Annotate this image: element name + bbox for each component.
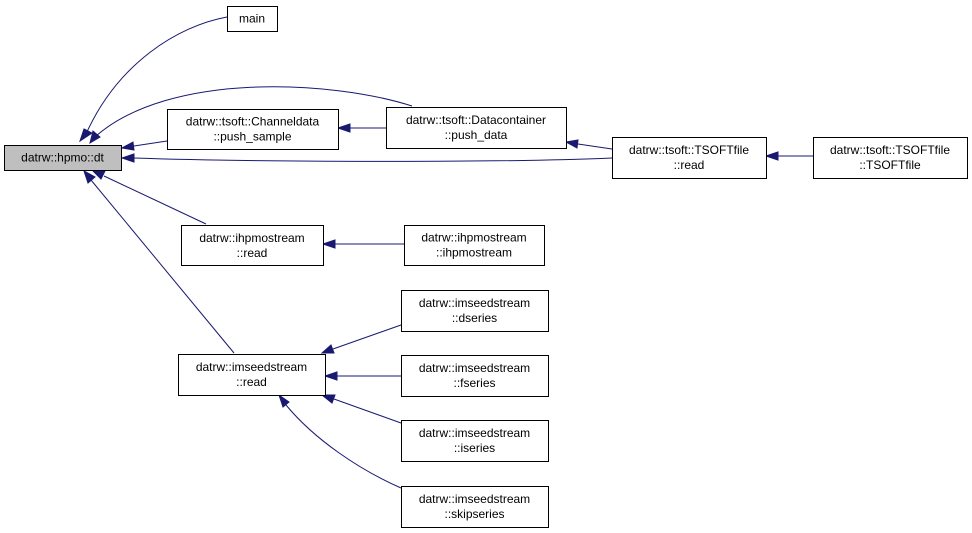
edge-ihpmostream-ctor-to-ihpmostream-read [321, 239, 404, 249]
node-label-line: datrw::tsoft::Datacontainer [406, 113, 546, 127]
node-label-line: ::push_data [445, 128, 508, 142]
node-label-line: datrw::ihpmostream [199, 231, 304, 245]
edge-push-data-to-push-sample [336, 123, 386, 133]
node-hpmo-dt[interactable]: datrw::hpmo::dt [4, 145, 122, 171]
node-label-line: datrw::tsoft::TSOFTfile [629, 143, 749, 157]
node-main[interactable]: main [227, 6, 278, 32]
node-label-line: ::read [237, 246, 268, 260]
node-label-line: ::dseries [452, 311, 497, 325]
node-label-line: ::ihpmostream [436, 246, 512, 260]
node-label-line: ::push_sample [213, 130, 291, 144]
node-label-line: datrw::imseedstream [419, 361, 530, 375]
node-label-line: ::fseries [453, 376, 495, 390]
node-tsoftfile-read[interactable]: datrw::tsoft::TSOFTfile::read [612, 137, 767, 179]
node-imseedstream-dseries[interactable]: datrw::imseedstream::dseries [401, 290, 549, 332]
edge-main-to-hpmo-dt [79, 16, 228, 143]
edge-ihpmostream-read-to-hpmo-dt [91, 170, 207, 225]
node-label-line: datrw::hpmo::dt [21, 151, 104, 165]
node-label-line: ::TSOFTfile [859, 158, 921, 172]
edge-skipseries-to-imseedstream-read [278, 393, 402, 489]
node-label-line: ::skipseries [444, 507, 504, 521]
node-label-line: datrw::tsoft::Channeldata [186, 115, 320, 129]
edge-tsoftfile-read-to-hpmo-dt [120, 153, 613, 163]
edge-iseries-to-imseedstream-read [320, 394, 402, 424]
node-label-line: datrw::imseedstream [419, 492, 530, 506]
node-label-line: ::read [674, 158, 705, 172]
node-label-line: datrw::imseedstream [419, 426, 530, 440]
node-channeldata-push-sample[interactable]: datrw::tsoft::Channeldata::push_sample [167, 109, 339, 150]
node-label-line: datrw::tsoft::TSOFTfile [830, 143, 950, 157]
node-label-line: datrw::ihpmostream [421, 231, 526, 245]
edge-push-data-to-hpmo-dt [89, 86, 413, 145]
node-datacontainer-push-data[interactable]: datrw::tsoft::Datacontainer::push_data [386, 107, 567, 149]
node-label-line: datrw::imseedstream [419, 296, 530, 310]
edge-push-sample-to-hpmo-dt [120, 140, 168, 151]
node-tsoftfile-ctor[interactable]: datrw::tsoft::TSOFTfile::TSOFTfile [813, 137, 968, 179]
node-imseedstream-fseries[interactable]: datrw::imseedstream::fseries [401, 355, 549, 397]
node-label-line: main [239, 12, 265, 26]
edge-dseries-to-imseedstream-read [320, 324, 402, 354]
node-ihpmostream-read[interactable]: datrw::ihpmostream::read [181, 225, 324, 266]
edge-tsoftfile-read-to-push-data [564, 139, 613, 150]
node-label-line: datrw::imseedstream [196, 360, 307, 374]
node-imseedstream-skipseries[interactable]: datrw::imseedstream::skipseries [401, 486, 549, 528]
node-imseedstream-read[interactable]: datrw::imseedstream::read [178, 354, 326, 396]
node-imseedstream-iseries[interactable]: datrw::imseedstream::iseries [401, 420, 549, 462]
node-label-line: ::iseries [454, 441, 495, 455]
edge-imseedstream-read-to-hpmo-dt [83, 169, 235, 354]
node-ihpmostream-ctor[interactable]: datrw::ihpmostream::ihpmostream [404, 225, 545, 266]
node-label-line: ::read [236, 375, 267, 389]
edge-tsoftfile-ctor-to-tsoftfile-read [764, 151, 813, 161]
edge-fseries-to-imseedstream-read [323, 371, 401, 381]
